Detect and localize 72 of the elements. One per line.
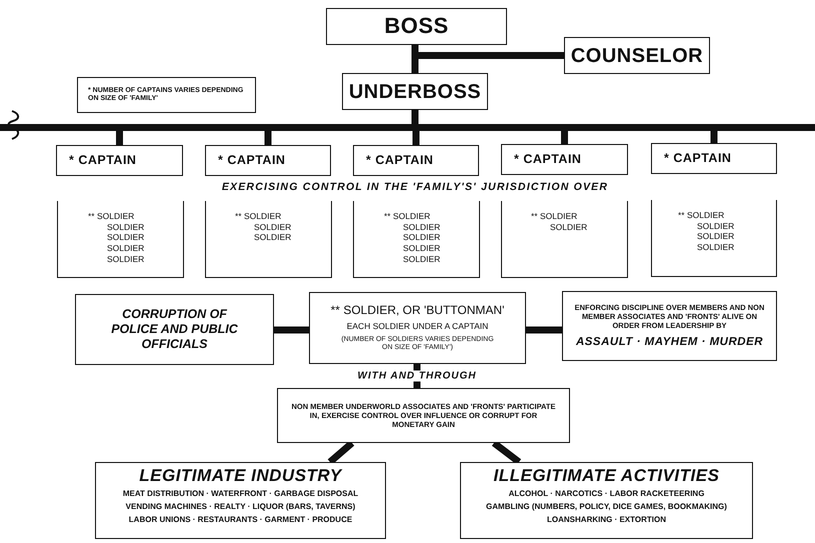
org-box bbox=[651, 200, 777, 277]
org-box bbox=[342, 73, 488, 110]
org-box bbox=[562, 291, 777, 361]
section-heading: EXERCISING CONTROL IN THE 'FAMILY'S' JURISDICTION OVER bbox=[220, 181, 610, 193]
org-box bbox=[277, 388, 570, 443]
role-title: * CAPTAIN bbox=[69, 153, 136, 168]
connector-line bbox=[414, 364, 420, 388]
connector-line bbox=[264, 131, 272, 145]
connector-line bbox=[116, 131, 123, 145]
category-title: LEGITIMATE INDUSTRY bbox=[139, 466, 342, 486]
soldier-label: SOLDIER bbox=[403, 242, 440, 254]
item-list: LOANSHARKING · EXTORTION bbox=[547, 514, 666, 524]
role-title: * CAPTAIN bbox=[514, 152, 582, 167]
role-description: EACH SOLDIER UNDER A CAPTAIN bbox=[346, 320, 488, 331]
item-list: GAMBLING (NUMBERS, POLICY, DICE GAMES, BOOKMAKING) bbox=[486, 502, 727, 512]
org-box bbox=[353, 145, 479, 176]
soldier-label: SOLDIER bbox=[107, 254, 144, 264]
soldier-label: ** SOLDIER bbox=[678, 210, 724, 221]
item-list: ALCOHOL · NARCOTICS · LABOR RACKETEERING bbox=[508, 489, 704, 499]
soldier-label: ** SOLDIER bbox=[88, 211, 134, 222]
connector-line bbox=[328, 440, 354, 465]
soldier-label: SOLDIER bbox=[697, 242, 734, 252]
connector-line bbox=[561, 131, 568, 144]
org-box bbox=[309, 292, 526, 364]
item-list: LABOR UNIONS · RESTAURANTS · GARMENT · PRODUCE bbox=[128, 514, 352, 524]
soldier-label: SOLDIER bbox=[550, 222, 588, 232]
soldier-label: SOLDIER bbox=[697, 231, 734, 242]
org-box bbox=[57, 201, 184, 278]
org-box bbox=[205, 201, 332, 278]
role-title: UNDERBOSS bbox=[348, 80, 482, 104]
soldier-label: SOLDIER bbox=[697, 220, 734, 232]
soldier-label: ** SOLDIER bbox=[384, 211, 430, 222]
connector-line bbox=[274, 326, 309, 334]
org-box bbox=[564, 37, 710, 74]
org-box bbox=[353, 201, 480, 278]
role-title: * CAPTAIN bbox=[664, 151, 732, 166]
org-box bbox=[75, 294, 274, 365]
soldier-label: SOLDIER bbox=[107, 222, 144, 232]
org-box bbox=[651, 143, 777, 174]
connector-bar bbox=[0, 124, 815, 131]
role-title: * CAPTAIN bbox=[366, 153, 434, 168]
soldier-label: SOLDIER bbox=[403, 222, 440, 232]
soldier-label: ** SOLDIER bbox=[531, 211, 578, 222]
role-title: * CAPTAIN bbox=[218, 153, 286, 168]
org-box bbox=[501, 201, 628, 278]
soldier-label: SOLDIER bbox=[403, 254, 440, 264]
org-box bbox=[326, 8, 507, 45]
org-box bbox=[460, 462, 753, 539]
category-title: ILLEGITIMATE ACTIVITIES bbox=[494, 466, 720, 486]
connector-line bbox=[492, 440, 522, 465]
org-box bbox=[95, 462, 386, 539]
connector-line bbox=[412, 131, 420, 145]
soldier-label: SOLDIER bbox=[107, 242, 144, 254]
method-list: ASSAULT · MAYHEM · MURDER bbox=[576, 336, 764, 350]
connector-line bbox=[412, 110, 418, 124]
soldier-label: SOLDIER bbox=[107, 232, 144, 243]
org-box bbox=[501, 144, 628, 175]
soldier-label: SOLDIER bbox=[254, 232, 292, 243]
soldier-label: SOLDIER bbox=[254, 222, 292, 232]
role-title: BOSS bbox=[384, 13, 449, 40]
soldier-label: SOLDIER bbox=[403, 232, 440, 243]
org-box bbox=[205, 145, 331, 176]
activity-text: CORRUPTION OF POLICE AND PUBLIC OFFICIALS bbox=[110, 307, 239, 352]
connector-line bbox=[526, 326, 562, 334]
role-title: COUNSELOR bbox=[570, 44, 704, 68]
connector-line bbox=[710, 131, 718, 143]
item-list: MEAT DISTRIBUTION · WATERFRONT · GARBAGE DISPOSAL bbox=[122, 489, 358, 499]
org-box bbox=[56, 145, 183, 176]
soldier-label: ** SOLDIER bbox=[235, 211, 282, 222]
role-title: ** SOLDIER, OR 'BUTTONMAN' bbox=[330, 303, 504, 318]
item-list: VENDING MACHINES · REALTY · LIQUOR (BARS, TAVERNS) bbox=[126, 502, 356, 512]
org-box bbox=[77, 77, 256, 113]
